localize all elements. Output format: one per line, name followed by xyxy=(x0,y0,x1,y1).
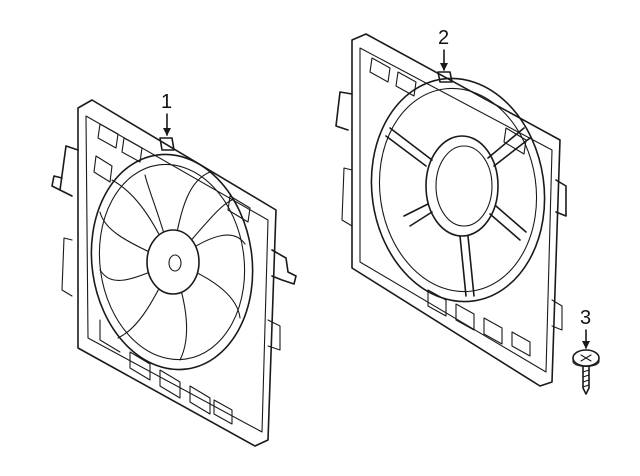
callout-label-2: 2 xyxy=(438,27,450,49)
part-3-screw xyxy=(572,349,600,395)
part-1-fan-assembly xyxy=(51,99,297,447)
part-2-shroud xyxy=(335,33,567,387)
callout-label-1: 1 xyxy=(161,91,173,113)
callout-label-3: 3 xyxy=(580,307,592,329)
leader-1 xyxy=(163,113,171,136)
leader-2 xyxy=(440,49,448,71)
leader-3 xyxy=(582,329,590,349)
